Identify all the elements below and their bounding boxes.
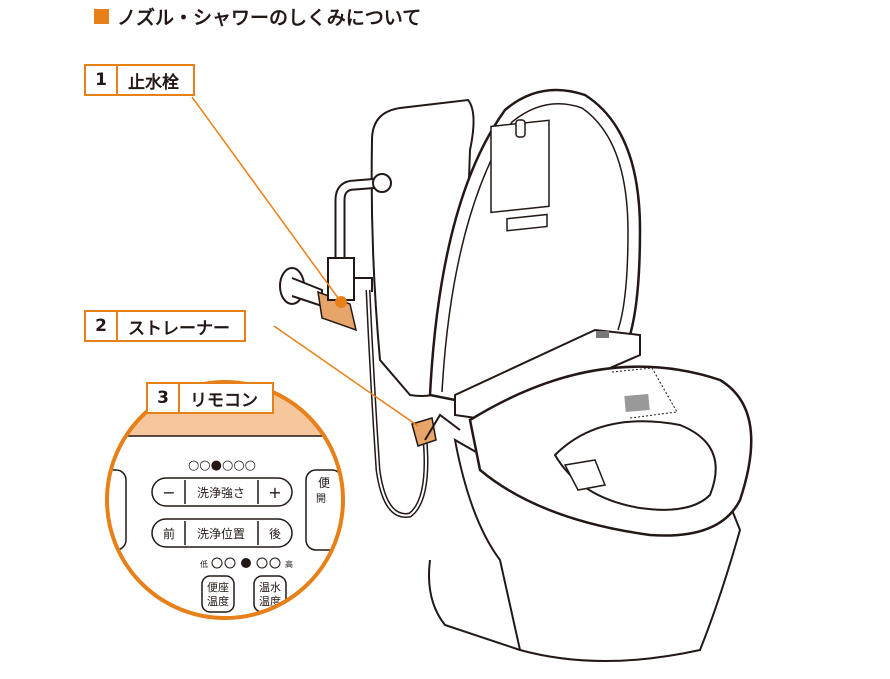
front-button: 前 <box>163 526 175 541</box>
sensor-window <box>624 393 650 413</box>
wash-strength-pill <box>151 477 293 507</box>
label-text: 止水栓 <box>128 72 179 93</box>
label-strainer: 2 ストレーナー <box>84 310 246 342</box>
high-label: 高 <box>285 559 293 569</box>
seat-temp-button <box>201 575 235 613</box>
svg-text:温度: 温度 <box>207 594 229 608</box>
valve-body <box>327 257 355 301</box>
label-text: ストレーナー <box>128 318 230 339</box>
lid-hinge-slot <box>515 119 526 138</box>
valve-elbow <box>354 277 373 292</box>
strainer <box>411 417 437 447</box>
svg-text:便: 便 <box>318 476 330 490</box>
toilet-lid <box>428 88 642 402</box>
label-number: 2 <box>86 312 118 340</box>
toilet-lid-inner <box>441 103 629 393</box>
shower-hose-inner <box>367 289 427 517</box>
svg-text:温水: 温水 <box>259 581 281 594</box>
nozzle <box>563 459 607 491</box>
low-label: 低 <box>200 559 208 569</box>
plus-button: + <box>268 483 281 502</box>
section-title-text: ノズル・シャワーのしくみについて <box>117 6 422 29</box>
label-text: リモコン <box>190 390 258 411</box>
toilet-foot-left <box>428 559 521 651</box>
leader-line-1 <box>191 96 342 303</box>
svg-text:便座: 便座 <box>207 580 229 594</box>
seat-control-unit <box>454 328 641 422</box>
toilet-seat-opening <box>553 420 717 511</box>
wash-strength-label: 洗浄強さ <box>197 486 245 500</box>
tank-inlet <box>372 173 392 193</box>
label-stop-valve: 1 止水栓 <box>84 64 195 96</box>
lid-label-small <box>506 213 548 232</box>
sensor-dotted-guide <box>611 367 678 419</box>
back-button: 後 <box>269 527 281 541</box>
strainer-hose <box>424 413 461 441</box>
remote-magnifier: ○○●○○○ − 洗浄強さ + 前 洗浄位置 後 低 高 便座 温度 温水 温度… <box>107 382 343 618</box>
remote-dots-top: ○○●○○○ <box>188 458 256 473</box>
supply-pipe-inner <box>336 179 381 270</box>
wash-position-pill <box>151 518 293 548</box>
title-square-icon <box>94 8 109 24</box>
svg-text:開: 開 <box>316 493 326 505</box>
label-remote: 3 リモコン <box>146 382 274 414</box>
label-number: 1 <box>86 66 118 94</box>
minus-button: − <box>162 483 175 502</box>
label-number: 3 <box>148 384 180 412</box>
seat-indicator <box>596 331 609 338</box>
leader-line-2 <box>273 325 419 427</box>
wash-position-label: 洗浄位置 <box>197 526 245 541</box>
section-title: ノズル・シャワーのしくみについて <box>94 3 421 29</box>
